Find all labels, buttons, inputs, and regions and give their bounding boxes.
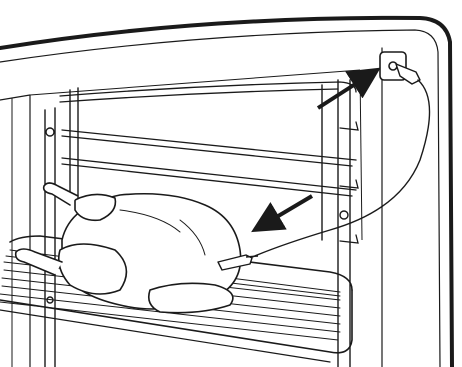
arrows: [258, 72, 374, 228]
arrow-to-socket: [318, 72, 374, 108]
chicken-wing: [149, 283, 233, 312]
roast-chicken: [16, 183, 241, 313]
chicken-back-drumstick: [44, 183, 78, 205]
cavity-left-wall: [0, 95, 30, 367]
socket-hole: [389, 62, 397, 70]
cable-line: [250, 80, 430, 258]
chicken-front-leg: [59, 244, 127, 294]
plug-body: [396, 64, 420, 84]
arrow-to-chicken: [258, 196, 312, 228]
